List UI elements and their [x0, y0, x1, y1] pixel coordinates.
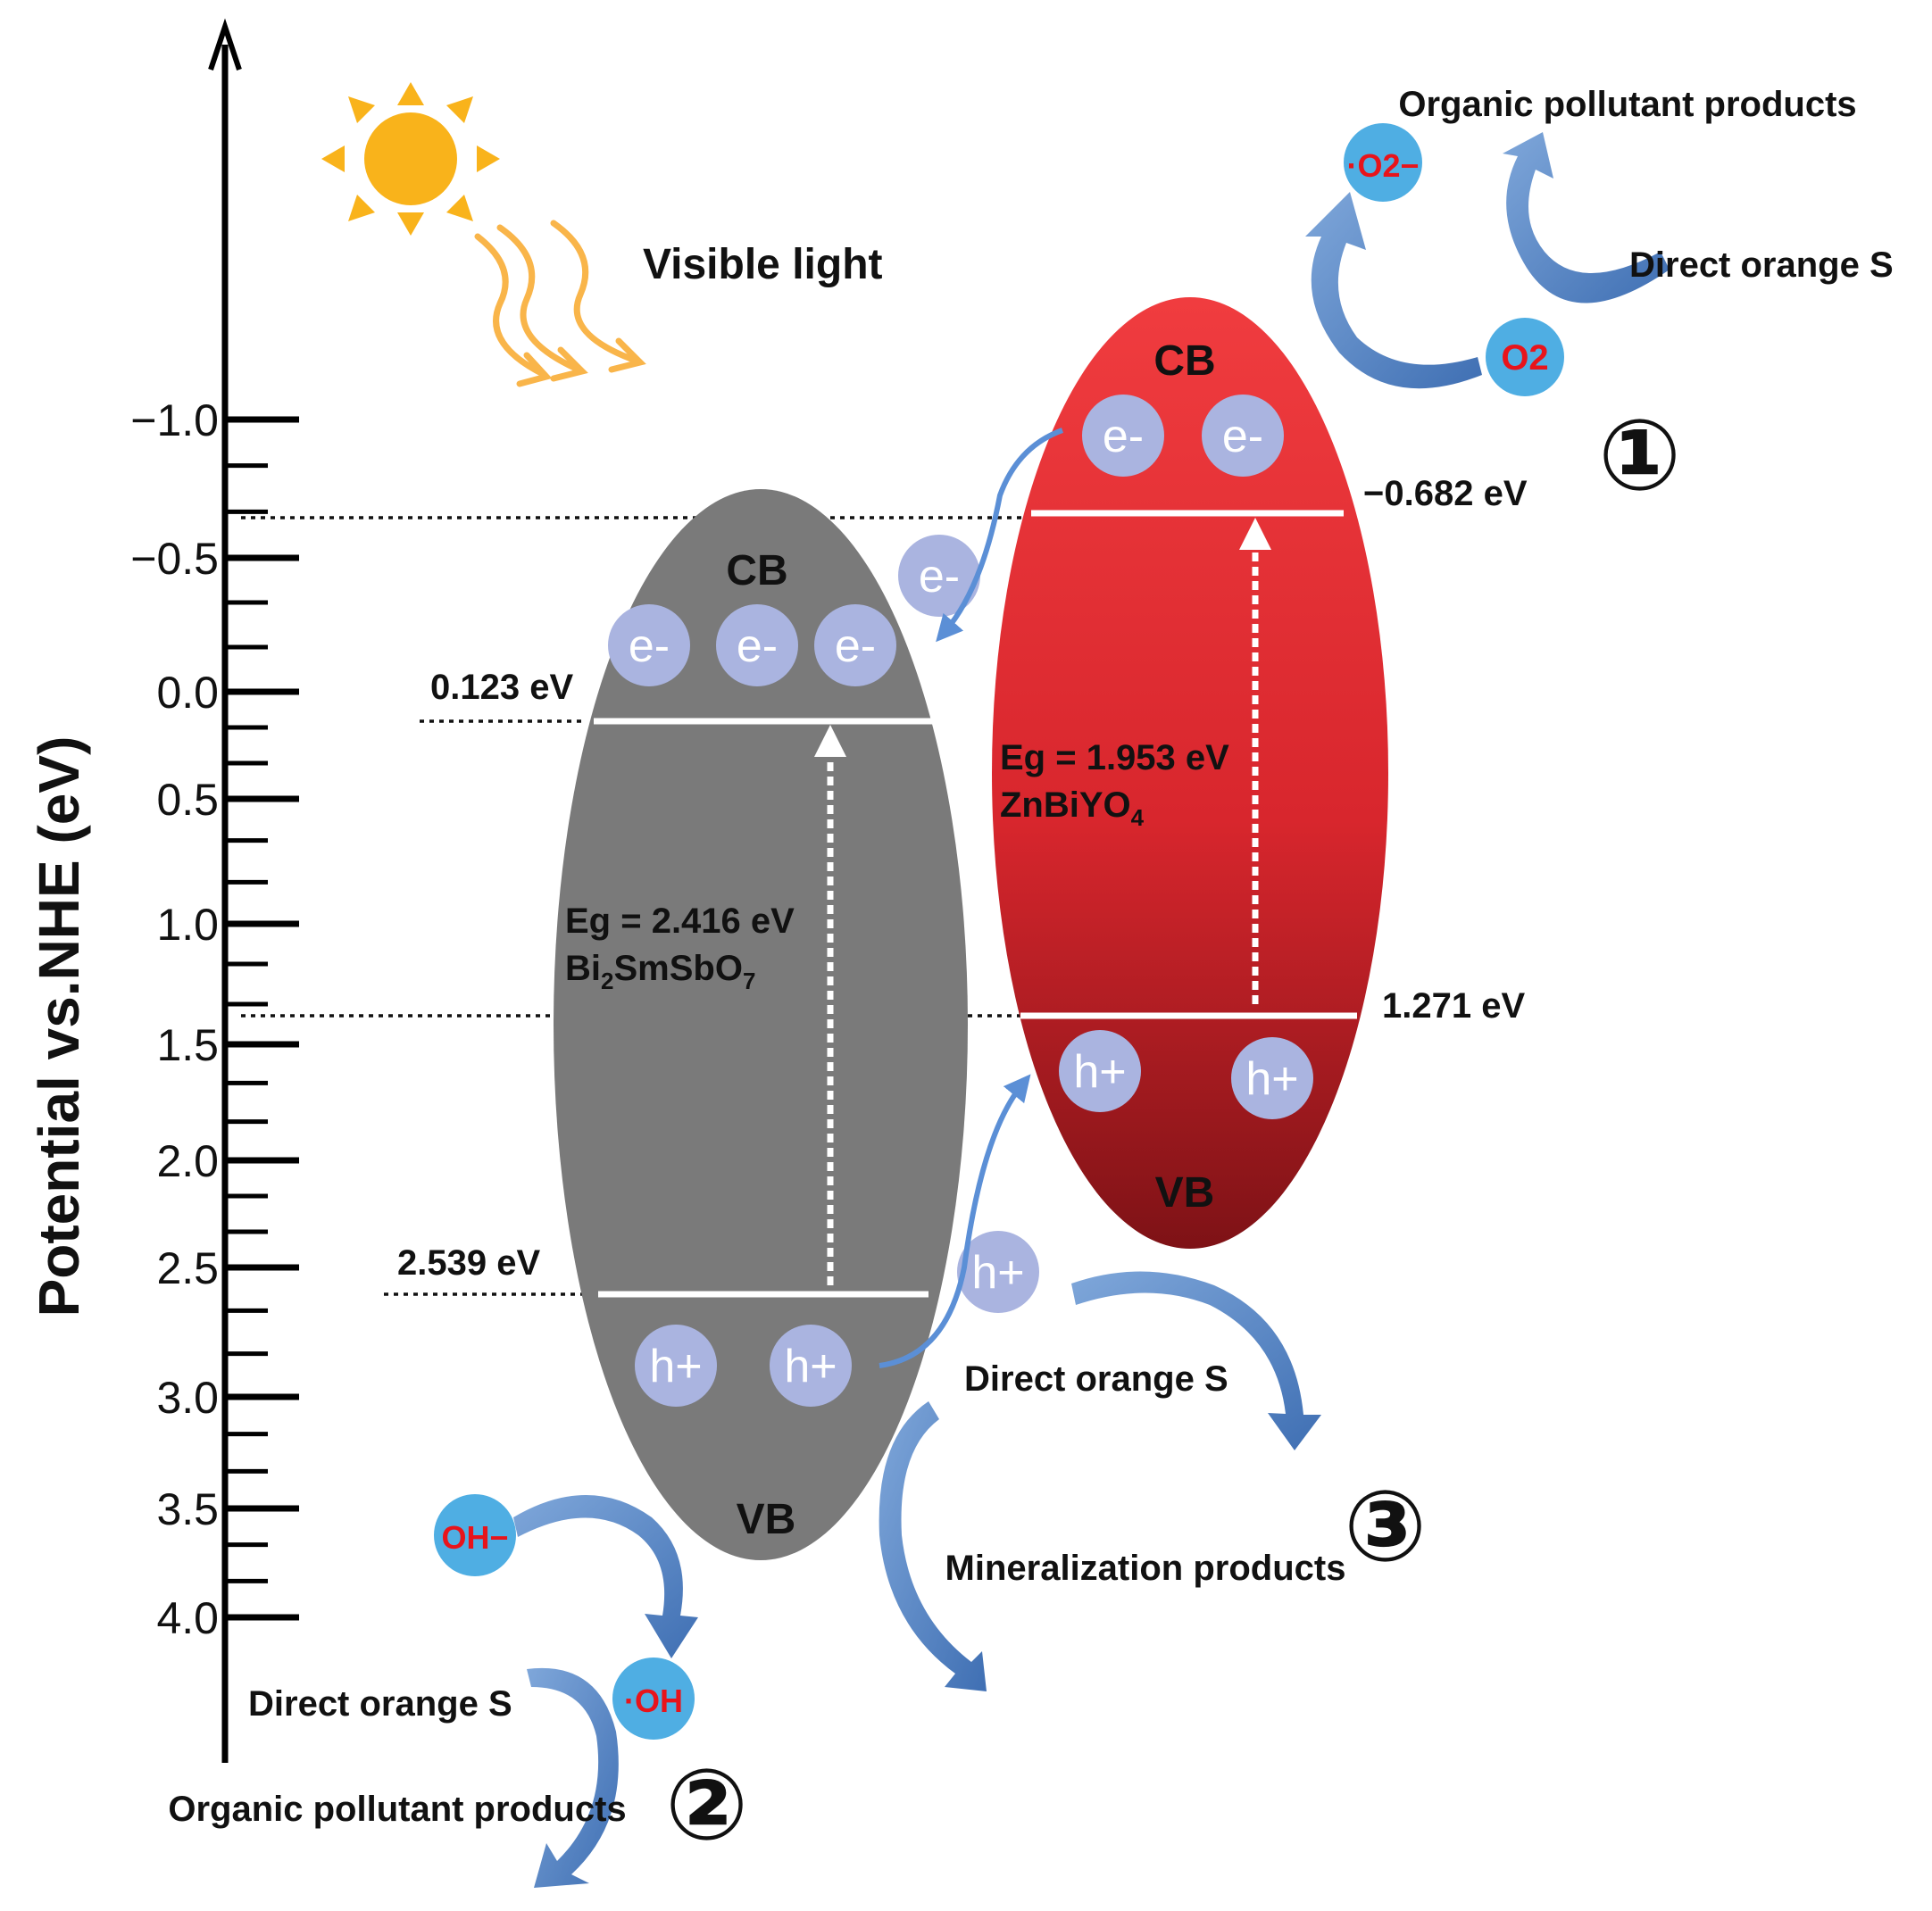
- electron-label: e-: [919, 551, 960, 602]
- znbiyo4-bandgap: Eg = 1.953 eV: [1000, 738, 1229, 777]
- axis-tick-label: 1.0: [156, 900, 219, 950]
- hole-label: h+: [649, 1341, 702, 1392]
- pathway-2-product: Organic pollutant products: [168, 1790, 626, 1829]
- axis-title: Potential vs.NHE (eV): [27, 736, 91, 1317]
- axis-tick-label: 2.5: [156, 1243, 219, 1293]
- axis-tick-label: 0.5: [156, 775, 219, 825]
- svg-text:·OH: ·OH: [624, 1683, 683, 1719]
- pathway-1-reactant: Direct orange S: [1629, 245, 1894, 285]
- hole-circle: [957, 1231, 1039, 1313]
- electron-circle: [814, 604, 896, 686]
- electron-label: e-: [1222, 411, 1263, 462]
- hole-label: h+: [971, 1247, 1024, 1299]
- electron-circle: [1082, 395, 1164, 477]
- axis-tick-label: 3.5: [156, 1484, 219, 1534]
- potential-axis: [208, 18, 242, 1763]
- hole-circle: [770, 1325, 852, 1407]
- znbiyo4-vb-label: VB: [1155, 1169, 1215, 1217]
- bi2smsbo7-bandgap: Eg = 2.416 eV: [565, 901, 795, 941]
- svg-text:O2: O2: [1501, 338, 1548, 378]
- znbiyo4-band: [992, 297, 1388, 1249]
- svg-text:·O2−: ·O2−: [1346, 147, 1419, 184]
- electron-circle: [898, 535, 980, 617]
- hole-label: h+: [1073, 1046, 1126, 1098]
- znbiyo4-cb-level: −0.682 eV: [1363, 474, 1528, 513]
- charge-transfer-arrows: [879, 428, 1064, 1368]
- pathway-3-reactant: Direct orange S: [964, 1359, 1228, 1399]
- hole-label: h+: [1245, 1053, 1298, 1105]
- bi2smsbo7-vb-level: 2.539 eV: [397, 1243, 540, 1283]
- znbiyo4-name: ZnBiYO4: [1000, 785, 1145, 831]
- bi2smsbo7-vb-label: VB: [737, 1496, 796, 1543]
- axis-ticks: −1.0 −0.5 0.0 0.5 1.0 1.5 2.0 2.5 3.0 3.5 4.0: [130, 395, 299, 1643]
- bi2smsbo7-cb-level: 0.123 eV: [430, 668, 573, 707]
- bi2smsbo7-band: [554, 489, 968, 1560]
- axis-tick-label: 4.0: [156, 1593, 219, 1643]
- visible-light-label: Visible light: [643, 241, 883, 288]
- znbiyo4-vb-level: 1.271 eV: [1382, 986, 1525, 1026]
- hole-circle: [1059, 1030, 1141, 1112]
- hydroxide-ion: OH−: [434, 1494, 516, 1576]
- pathway-1-number: ①: [1598, 401, 1681, 511]
- axis-tick-label: −0.5: [130, 534, 219, 584]
- electron-label: e-: [737, 620, 778, 672]
- sun-icon: [321, 82, 500, 236]
- pathway-1-product: Organic pollutant products: [1398, 85, 1856, 124]
- svg-text:OH−: OH−: [441, 1519, 508, 1556]
- axis-tick-label: 3.0: [156, 1373, 219, 1423]
- axis-tick-label: 0.0: [156, 668, 219, 718]
- pathway-2-number: ②: [665, 1750, 748, 1860]
- hydroxyl-radical: ·OH: [612, 1658, 695, 1740]
- axis-tick-label: −1.0: [130, 395, 219, 445]
- process-arrows: [513, 132, 1670, 1888]
- pathway-3-number: ③: [1344, 1472, 1427, 1582]
- hole-label: h+: [784, 1341, 837, 1392]
- electron-label: e-: [835, 620, 876, 672]
- light-rays-icon: [474, 220, 646, 387]
- axis-tick-label: 2.0: [156, 1136, 219, 1186]
- electron-label: e-: [1103, 411, 1144, 462]
- electron-circle: [716, 604, 798, 686]
- bi2smsbo7-name: Bi2SmSbO7: [565, 949, 755, 994]
- pathway-2-reactant: Direct orange S: [248, 1684, 512, 1724]
- electron-label: e-: [629, 620, 670, 672]
- bi2smsbo7-cb-label: CB: [726, 547, 787, 594]
- electron-circle: [1202, 395, 1284, 477]
- znbiyo4-cb-label: CB: [1153, 337, 1215, 385]
- pathway-3-product: Mineralization products: [945, 1549, 1346, 1588]
- hole-circle: [635, 1325, 717, 1407]
- oxygen-molecule: O2: [1486, 318, 1564, 396]
- superoxide-radical: ·O2−: [1344, 123, 1422, 202]
- axis-tick-label: 1.5: [156, 1020, 219, 1070]
- charge-carriers: e-e-e-e-e-e-h+ h+ h+ h+ h+: [608, 395, 1313, 1407]
- hole-circle: [1231, 1037, 1313, 1119]
- electron-circle: [608, 604, 690, 686]
